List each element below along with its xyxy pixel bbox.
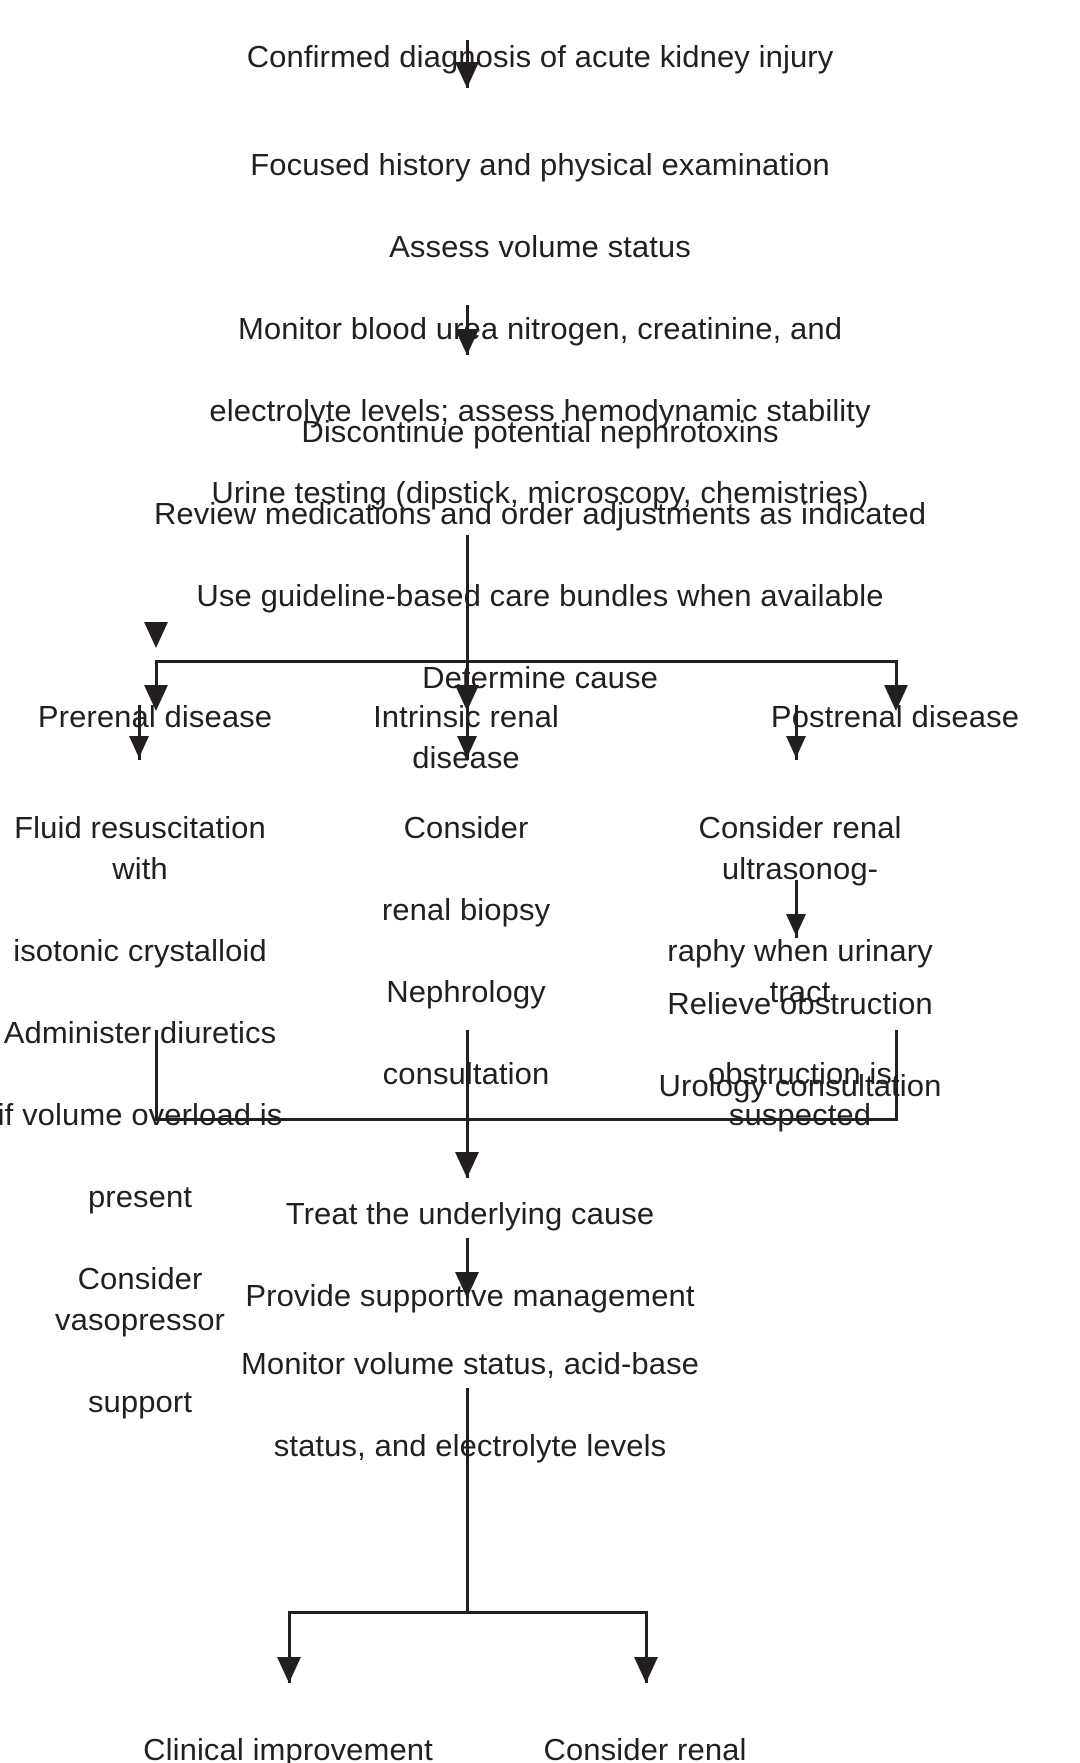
node-initial-management-line-1: Discontinue potential nephrotoxins <box>301 414 779 449</box>
node-intrinsic-treatment-line-4: consultation <box>316 1053 616 1094</box>
node-prerenal-treatment-line-4: if volume overload is <box>0 1097 283 1132</box>
node-prerenal-disease-label: Prerenal disease <box>37 699 273 734</box>
node-treat-underlying: Treat the underlying cause Provide suppo… <box>190 1152 750 1357</box>
node-clinical-improvement: Clinical improvement in renal function <box>138 1688 438 1763</box>
arrowhead-postrenal-workup <box>786 736 806 758</box>
node-intrinsic-renal-disease: Intrinsic renal disease <box>316 655 616 819</box>
node-initial-evaluation-line-4: electrolyte levels; assess hemodynamic s… <box>209 393 871 428</box>
arrowhead-renal-replacement <box>634 1657 658 1683</box>
node-postrenal-disease-label: Postrenal disease <box>770 699 1020 734</box>
node-intrinsic-renal-disease-label: Intrinsic renal disease <box>373 699 559 775</box>
arrowhead-merge-to-treat <box>455 1152 479 1178</box>
node-postrenal-treatment: Relieve obstruction Urology consultation <box>645 942 955 1147</box>
node-prerenal-treatment-line-1: Fluid resuscitation with <box>14 810 266 886</box>
node-postrenal-workup-line-1: Consider renal ultrasonog- <box>698 810 902 886</box>
connector-monitor-to-final-split <box>466 1388 469 1613</box>
arrowhead-prerenal-entry <box>144 685 168 711</box>
node-prerenal-treatment: Fluid resuscitation with isotonic crysta… <box>0 766 290 1463</box>
node-prerenal-treatment-line-5: present <box>87 1179 193 1214</box>
connector-postrenal-to-workup <box>795 705 798 760</box>
node-monitor-line-1: Monitor volume status, acid-base <box>240 1346 700 1381</box>
node-initial-evaluation-line-5: Urine testing (dipstick, microscopy, che… <box>211 475 869 510</box>
connector-intrinsic-to-treatment <box>466 705 469 760</box>
connector-prerenal-to-treatment <box>138 705 141 760</box>
node-postrenal-treatment-line-1: Relieve obstruction <box>667 986 933 1021</box>
arrowhead-evaluation-to-management <box>455 329 479 355</box>
node-intrinsic-treatment-line-2: renal biopsy <box>381 892 551 927</box>
connector-workup-to-relieve <box>795 880 798 938</box>
node-renal-replacement: Consider renal replacement therapy, if i… <box>460 1688 830 1763</box>
node-postrenal-workup: Consider renal ultrasonog- raphy when ur… <box>635 766 965 1176</box>
merge-riser-left <box>155 1030 158 1120</box>
arrowhead-treat-to-monitor <box>455 1272 479 1298</box>
connector-split-to-intrinsic <box>466 660 469 707</box>
arrowhead-postrenal-entry <box>884 685 908 711</box>
node-initial-management-line-2: Review medications and order adjustments… <box>153 496 927 531</box>
connector-split-to-postrenal <box>895 660 898 707</box>
connector-treat-to-monitor <box>466 1238 469 1298</box>
node-start: Confirmed diagnosis of acute kidney inju… <box>140 0 940 118</box>
node-postrenal-workup-line-3: obstruction is suspected <box>707 1056 893 1132</box>
node-prerenal-disease: Prerenal disease <box>5 655 305 778</box>
node-initial-evaluation-line-3: Monitor blood urea nitrogen, creatinine,… <box>237 311 843 346</box>
node-start-line-1: Confirmed diagnosis of acute kidney inju… <box>246 39 834 74</box>
merge-riser-right <box>895 1030 898 1120</box>
arrowhead-prerenal-treatment <box>129 736 149 758</box>
arrowhead-split-to-prerenal <box>144 622 168 648</box>
arrowhead-relieve-obstruction <box>786 914 806 936</box>
arrowhead-start-to-evaluation <box>455 62 479 88</box>
connector-split-to-prerenal <box>155 660 158 707</box>
arrowhead-clinical-improvement <box>277 1657 301 1683</box>
node-postrenal-workup-line-2: raphy when urinary tract <box>667 933 933 1009</box>
node-intrinsic-treatment-line-1: Consider <box>403 810 529 845</box>
node-monitor: Monitor volume status, acid-base status,… <box>190 1302 750 1507</box>
node-prerenal-treatment-line-6: Consider vasopressor <box>55 1261 225 1337</box>
connector-split-to-clinical-improvement <box>288 1611 291 1683</box>
node-clinical-improvement-line-1: Clinical improvement <box>143 1732 433 1763</box>
node-initial-management-line-3: Use guideline-based care bundles when av… <box>196 578 884 613</box>
node-renal-replacement-line-1: Consider renal replacement <box>543 1732 747 1763</box>
split-bar-two-way <box>288 1611 648 1614</box>
node-initial-evaluation-line-2: Assess volume status <box>389 229 691 264</box>
node-prerenal-treatment-line-3: Administer diuretics <box>3 1015 277 1050</box>
node-intrinsic-treatment: Consider renal biopsy Nephrology consult… <box>316 766 616 1135</box>
node-intrinsic-treatment-line-3: Nephrology <box>386 974 546 1009</box>
connector-split-to-renal-replacement <box>645 1611 648 1683</box>
node-initial-management-line-4: Determine cause <box>422 660 658 695</box>
merge-bar-three-way <box>155 1118 898 1121</box>
node-initial-management: Discontinue potential nephrotoxins Revie… <box>60 370 1020 739</box>
node-treat-underlying-line-2: Provide supportive management <box>245 1278 695 1313</box>
node-treat-underlying-line-1: Treat the underlying cause <box>285 1196 655 1231</box>
node-initial-evaluation-line-1: Focused history and physical examination <box>250 147 830 182</box>
merge-riser-center <box>466 1030 469 1120</box>
node-prerenal-treatment-line-7: support <box>87 1384 193 1419</box>
split-bar-three-way <box>155 660 898 663</box>
node-postrenal-disease: Postrenal disease <box>745 655 1045 778</box>
arrowhead-intrinsic-treatment <box>457 736 477 758</box>
node-prerenal-treatment-line-2: isotonic crystalloid <box>13 933 267 968</box>
node-initial-evaluation: Focused history and physical examination… <box>90 103 990 554</box>
node-postrenal-treatment-line-2: Urology consultation <box>658 1068 942 1103</box>
node-monitor-line-2: status, and electrolyte levels <box>273 1428 667 1463</box>
connector-management-to-split <box>466 535 469 663</box>
connector-merge-to-treat <box>466 1118 469 1178</box>
